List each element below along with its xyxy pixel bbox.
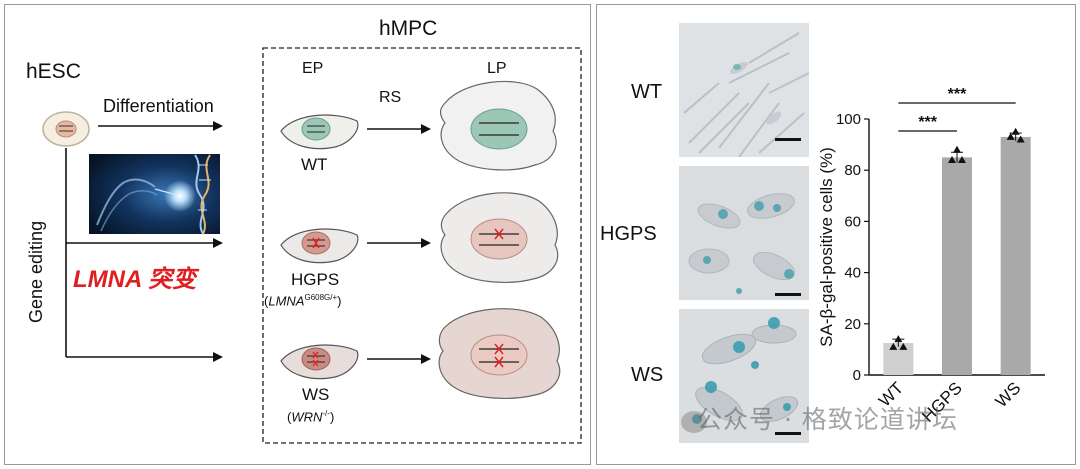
y-tick-label: 60 <box>844 213 861 230</box>
wt-microscopy-image <box>679 23 809 157</box>
schematic-panel: hESC Differentiation Gene editing LMNA 突… <box>4 4 591 465</box>
row-label-ws: WS <box>631 364 663 387</box>
gene-editing-label: Gene editing <box>26 221 47 323</box>
ws-ep-cell-icon <box>281 345 358 379</box>
rs-label: RS <box>379 89 401 107</box>
wt-scale-bar <box>775 138 801 141</box>
hgps-label: HGPS <box>291 270 339 290</box>
data-point <box>953 146 961 153</box>
row-label-wt: WT <box>631 81 662 104</box>
y-tick-label: 100 <box>836 111 861 128</box>
row-label-hgps: HGPS <box>600 223 657 246</box>
hgps-genotype: (LMNAG608G/+) <box>264 293 342 308</box>
x-tick-label-ws: WS <box>992 378 1025 411</box>
gene-editing-image <box>89 154 220 234</box>
hgps-scale-bar <box>775 293 801 296</box>
data-point <box>1012 128 1020 135</box>
hgps-ep-cell-icon <box>281 229 358 263</box>
y-tick-label: 40 <box>844 265 861 282</box>
y-axis-label: SA-β-gal-positive cells (%) <box>817 147 836 347</box>
bar-wt <box>883 343 913 375</box>
differentiation-label: Differentiation <box>103 96 214 117</box>
wt-ep-cell-icon <box>281 115 358 149</box>
y-tick-label: 80 <box>844 162 861 179</box>
hmpc-label: hMPC <box>379 17 437 41</box>
lp-label: LP <box>487 60 507 78</box>
significance-label: *** <box>948 86 967 103</box>
ws-genotype: (WRN-/-) <box>287 409 334 424</box>
watermark-text: 公众号 · 格致论道讲坛 <box>697 400 958 436</box>
hgps-lp-cell-icon <box>441 193 558 283</box>
bar-hgps <box>942 157 972 375</box>
ws-label: WS <box>302 385 329 405</box>
bar-ws <box>1001 137 1031 375</box>
y-tick-label: 0 <box>853 367 861 384</box>
ws-lp-cell-icon <box>439 309 560 399</box>
hgps-microscopy-image <box>679 166 809 300</box>
wt-lp-cell-icon <box>441 81 557 169</box>
y-tick-label: 20 <box>844 316 861 333</box>
hesc-cell-icon <box>43 112 89 146</box>
wt-label: WT <box>301 155 327 175</box>
ep-label: EP <box>302 60 323 78</box>
significance-label: *** <box>918 114 937 131</box>
mutation-label: LMNA 突变 <box>73 259 196 294</box>
hesc-label: hESC <box>26 60 81 84</box>
chart-bars <box>883 128 1030 375</box>
